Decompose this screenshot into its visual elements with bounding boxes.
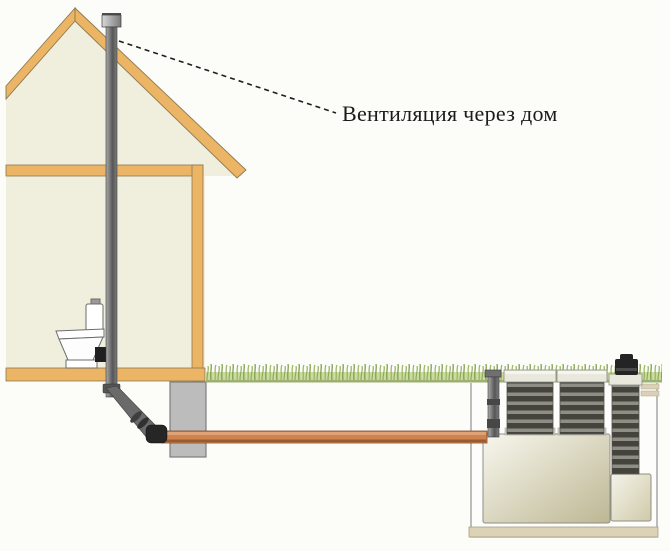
riser-cap-shade: [616, 368, 637, 371]
annotation-leader-line: [118, 40, 337, 114]
diagonal-pipe-ring: [137, 417, 149, 429]
cistern-button: [90, 298, 101, 305]
riser-cap: [615, 359, 638, 375]
inspection-riser-2: [556, 369, 608, 436]
tank-vent-body: [487, 376, 500, 438]
riser-collar-highlight: [558, 371, 606, 374]
tank-vent-coupling: [487, 399, 500, 405]
riser-collar-highlight: [505, 371, 555, 374]
ceiling-beam: [5, 164, 204, 177]
grass-baseline: [206, 380, 662, 383]
riser-collar: [608, 373, 643, 386]
toilet: [55, 298, 114, 369]
stack-elbow-fitting: [145, 424, 168, 444]
sewer-pipe-shade: [163, 439, 486, 442]
diagonal-pipe-ring: [130, 411, 142, 423]
soil-layers: [640, 383, 660, 397]
toilet-base: [65, 359, 98, 369]
septic-tank-main: [482, 433, 611, 524]
house-cross-section: [5, 6, 247, 382]
roof-right-slope: [74, 6, 247, 179]
sewer-pipe: [161, 430, 488, 444]
septic-tank-outlet-chamber: [610, 473, 652, 522]
vent-stack-pipe: [105, 26, 118, 398]
inspection-riser-1: [503, 369, 557, 436]
toilet-seat: [55, 328, 105, 340]
sewer-pipe-highlight: [163, 432, 486, 435]
tank-vent-coupling: [487, 419, 500, 428]
house-interior: [6, 14, 243, 380]
foundation-block: [169, 381, 207, 458]
vent-stack-cap: [101, 14, 122, 28]
vent-stack: [101, 13, 168, 444]
riser-body: [611, 382, 640, 475]
riser-body: [559, 381, 605, 435]
annotation-label: Вентиляция через дом: [342, 101, 558, 126]
floor-slab: [5, 367, 206, 382]
right-wall: [191, 164, 204, 382]
tank-vent-pipe: [484, 369, 502, 438]
pit-base-slab: [468, 526, 659, 538]
tank-vent-cap: [484, 369, 502, 378]
riser-body: [506, 381, 554, 435]
vent-riser-tall: [608, 354, 643, 475]
